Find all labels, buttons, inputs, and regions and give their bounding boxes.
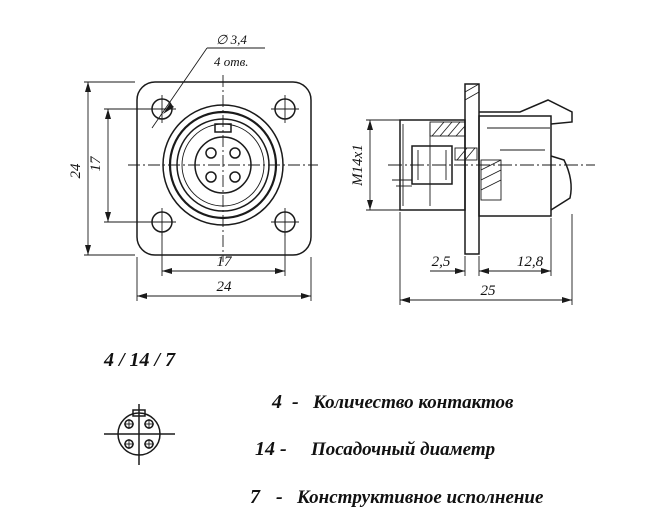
svg-text:-: - (276, 486, 283, 508)
side-view: М14х1 2,5 12,8 25 (350, 83, 595, 305)
legend-item: 7 - Конструктивное исполнение (250, 486, 544, 508)
pin-layout-symbol (104, 404, 175, 465)
dim-width-outer-label: 24 (217, 279, 233, 295)
dim-width-outer: 24 (136, 257, 312, 301)
dim-flange-body: 2,5 12,8 (430, 218, 552, 276)
svg-text:Посадочный диаметр: Посадочный диаметр (310, 439, 495, 460)
dim-height-outer: 24 (68, 81, 135, 256)
dim-flange-label: 2,5 (432, 254, 451, 270)
svg-text:-: - (292, 391, 299, 413)
legend: 4 - Количество контактов 14 - Посадочный… (250, 391, 544, 508)
svg-text:7: 7 (250, 486, 261, 508)
svg-text:Конструктивное исполнение: Конструктивное исполнение (296, 487, 544, 508)
front-view: ∅ 3,4 4 отв. 24 17 17 (68, 32, 318, 301)
hole-diameter-label: ∅ 3,4 (216, 32, 247, 47)
dim-height-inner: 17 (88, 108, 150, 223)
dim-width-inner-label: 17 (217, 254, 234, 270)
dim-body-label: 12,8 (517, 254, 544, 270)
front-flange-outline (136, 81, 312, 256)
threaded-shank (399, 119, 466, 211)
legend-item: 4 - Количество контактов (271, 391, 514, 413)
dim-total: 25 (399, 212, 573, 305)
contact-pins (205, 147, 241, 183)
legend-item: 14 - Посадочный диаметр (255, 438, 495, 460)
side-flange (464, 83, 480, 255)
section-hatching (429, 121, 478, 161)
thread-label: М14х1 (350, 144, 366, 187)
svg-text:4: 4 (271, 391, 282, 413)
svg-text:Количество контактов: Количество контактов (312, 392, 514, 413)
side-body (478, 115, 552, 217)
dim-height-outer-label: 24 (68, 163, 84, 179)
dim-total-label: 25 (481, 283, 497, 299)
dim-thread: М14х1 (350, 119, 405, 211)
hole-count-label: 4 отв. (214, 54, 249, 69)
hole-callout: ∅ 3,4 4 отв. (151, 32, 265, 129)
designation-code: 4 / 14 / 7 (103, 349, 176, 371)
dim-width-inner: 17 (161, 232, 286, 276)
svg-text:14 -: 14 - (255, 438, 287, 460)
dim-height-inner-label: 17 (88, 155, 104, 172)
